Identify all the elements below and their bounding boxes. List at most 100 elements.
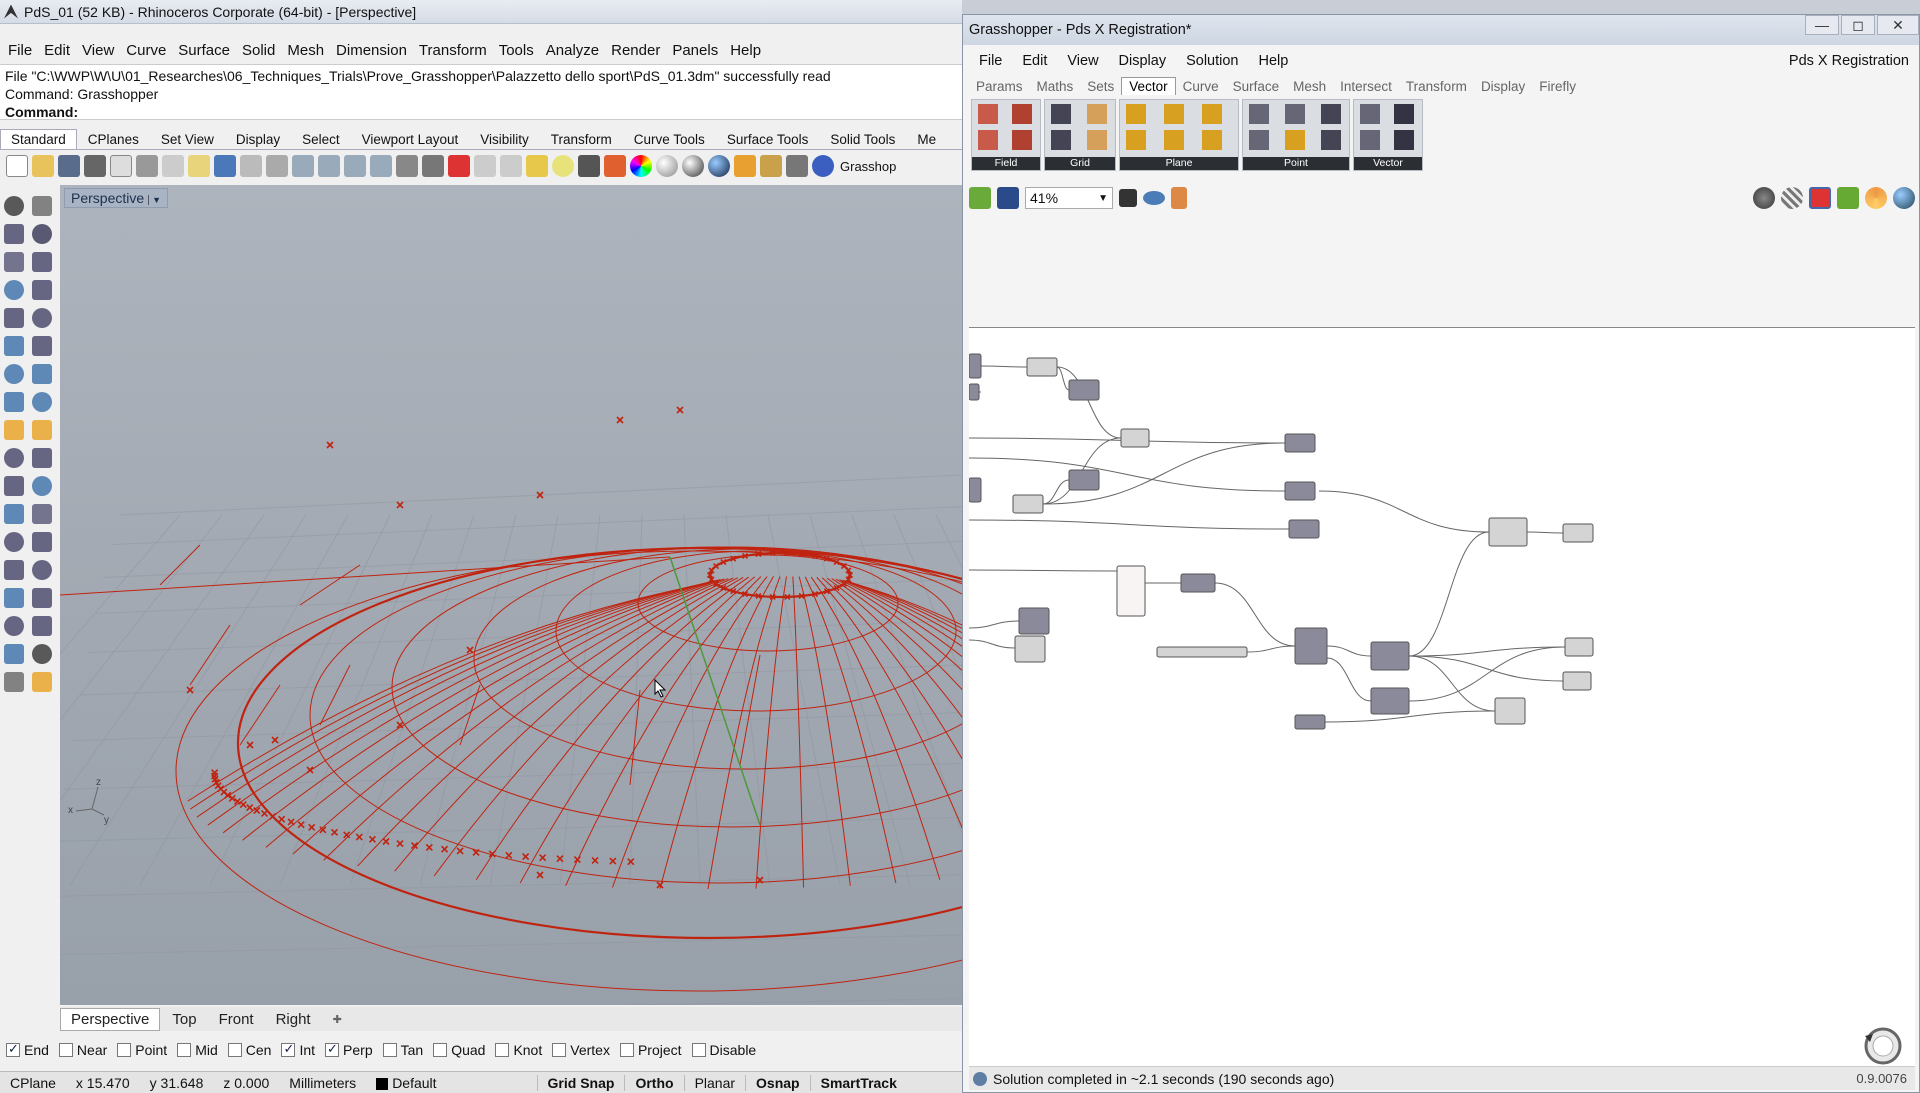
viewport-menu-chevron-down-icon[interactable]: ▼: [148, 195, 161, 205]
status-osnap[interactable]: Osnap: [745, 1074, 810, 1091]
menu-solid[interactable]: Solid: [242, 41, 276, 59]
gh-tab-params[interactable]: Params: [976, 78, 1023, 94]
export-icon[interactable]: [110, 155, 132, 177]
preview-eye-icon[interactable]: [1143, 191, 1165, 205]
arc-tool-icon[interactable]: [32, 252, 52, 272]
options-gear-icon[interactable]: [760, 155, 782, 177]
preview-mesh-icon[interactable]: [1893, 187, 1915, 209]
gh-navigation-compass-icon[interactable]: [1861, 1024, 1903, 1066]
tab-select[interactable]: Select: [302, 132, 340, 147]
status-layer[interactable]: Default: [366, 1075, 446, 1091]
menu-dimension[interactable]: Dimension: [336, 41, 407, 59]
osnap-checkbox[interactable]: [382, 1043, 397, 1057]
gh-canvas[interactable]: [969, 327, 1915, 1072]
plane-origin-icon[interactable]: [1164, 130, 1184, 150]
open-folder-icon[interactable]: [32, 155, 54, 177]
undo-icon[interactable]: [214, 155, 236, 177]
tab-solid-tools[interactable]: Solid Tools: [830, 132, 896, 147]
shade-sphere-icon[interactable]: [656, 155, 678, 177]
rhino-title-bar[interactable]: PdS_01 (52 KB) - Rhinoceros Corporate (6…: [0, 0, 962, 24]
document-preview-icon[interactable]: [1837, 187, 1859, 209]
lock-icon[interactable]: [578, 155, 600, 177]
osnap-near[interactable]: Near: [58, 1042, 107, 1058]
plane-fit-icon[interactable]: [1164, 104, 1184, 124]
gh-tab-firefly[interactable]: Firefly: [1539, 78, 1576, 94]
command-prompt[interactable]: Command:: [5, 104, 79, 120]
zoom-extents-icon[interactable]: [344, 155, 366, 177]
explode-tool-icon[interactable]: [32, 560, 52, 580]
block-tool-icon[interactable]: [4, 560, 24, 580]
construct-point-icon[interactable]: [1249, 104, 1269, 124]
gh-tab-transform[interactable]: Transform: [1405, 78, 1467, 94]
gh-document-name[interactable]: Pds X Registration: [1788, 53, 1909, 69]
grid-options-icon[interactable]: [474, 155, 496, 177]
rotate-view-icon[interactable]: [266, 155, 288, 177]
box-tool-icon[interactable]: [4, 392, 24, 412]
gh-menu-display[interactable]: Display: [1118, 53, 1167, 69]
ellipse-tool-icon[interactable]: [32, 308, 52, 328]
xy-plane-icon[interactable]: [1126, 130, 1146, 150]
osnap-checkbox[interactable]: [281, 1041, 296, 1057]
move-tool-icon[interactable]: [32, 448, 52, 468]
gh-menu-help[interactable]: Help: [1258, 53, 1289, 69]
tab-more[interactable]: Me: [917, 132, 937, 147]
pull-point-icon[interactable]: [1321, 130, 1341, 150]
analyze-tool-icon[interactable]: [4, 644, 24, 664]
car-icon[interactable]: [448, 155, 470, 177]
line-seg-tool-icon[interactable]: [32, 224, 52, 244]
bend-tool-icon[interactable]: [4, 476, 24, 496]
color-wheel-icon[interactable]: [630, 155, 652, 177]
view-tab-front[interactable]: Front: [218, 1010, 254, 1028]
boolean-union-tool-icon[interactable]: [4, 420, 24, 440]
status-cplane[interactable]: CPlane: [10, 1074, 56, 1091]
dimension-tool-icon[interactable]: [32, 532, 52, 552]
zoom-icon[interactable]: [292, 155, 314, 177]
osnap-vertex[interactable]: Vertex: [552, 1042, 610, 1058]
four-view-icon[interactable]: [422, 155, 444, 177]
vector-2pt-icon[interactable]: [1394, 104, 1414, 124]
snap-icon[interactable]: [526, 155, 548, 177]
osnap-cen[interactable]: Cen: [227, 1042, 271, 1058]
menu-transform[interactable]: Transform: [418, 41, 487, 59]
zoom-dropdown[interactable]: 41%▼: [1025, 187, 1113, 209]
status-smarttrack[interactable]: SmartTrack: [809, 1074, 907, 1091]
gh-open-file-icon[interactable]: [969, 187, 991, 209]
view-tab-top[interactable]: Top: [172, 1010, 197, 1028]
osnap-checkbox[interactable]: [619, 1043, 634, 1057]
view-tab-perspective[interactable]: Perspective: [60, 1007, 161, 1031]
status-grid-snap[interactable]: Grid Snap: [536, 1074, 625, 1091]
print-icon[interactable]: [84, 155, 106, 177]
osnap-knot[interactable]: Knot: [495, 1042, 542, 1058]
minimize-icon[interactable]: —: [1805, 15, 1839, 35]
select-arrow-tool-icon[interactable]: [4, 196, 24, 216]
light-bulb-icon[interactable]: [552, 155, 574, 177]
curve-pt-tool-icon[interactable]: [4, 280, 24, 300]
render-tool-icon[interactable]: [4, 672, 24, 692]
gh-tab-mesh[interactable]: Mesh: [1293, 78, 1327, 94]
menu-mesh[interactable]: Mesh: [287, 41, 325, 59]
field-spin-icon[interactable]: [1012, 104, 1032, 124]
menu-view[interactable]: View: [82, 41, 115, 59]
zoom-selected-icon[interactable]: [370, 155, 392, 177]
fillet-tool-icon[interactable]: [32, 336, 52, 356]
deconstruct-vector-icon[interactable]: [1360, 130, 1380, 150]
material-sphere-icon[interactable]: [708, 155, 730, 177]
gh-tab-maths[interactable]: Maths: [1036, 78, 1074, 94]
render-sphere-icon[interactable]: [682, 155, 704, 177]
gh-menu-file[interactable]: File: [979, 53, 1003, 69]
gh-tab-display[interactable]: Display: [1480, 78, 1526, 94]
menu-analyze[interactable]: Analyze: [545, 41, 600, 59]
preview-shaded-icon[interactable]: [1781, 187, 1803, 209]
plane-offset-icon[interactable]: [1202, 130, 1222, 150]
plane-normal-icon[interactable]: [1202, 104, 1222, 124]
group-tool-icon[interactable]: [4, 504, 24, 524]
tab-surface-tools[interactable]: Surface Tools: [726, 132, 809, 147]
osnap-int[interactable]: Int: [281, 1041, 315, 1058]
array-tool-icon[interactable]: [4, 448, 24, 468]
gh-save-file-icon[interactable]: [997, 187, 1019, 209]
osnap-checkbox[interactable]: [433, 1043, 448, 1057]
save-icon[interactable]: [58, 155, 80, 177]
plane-align-icon[interactable]: [1126, 104, 1146, 124]
sphere-tool-icon[interactable]: [32, 392, 52, 412]
field-merge-icon[interactable]: [1012, 130, 1032, 150]
